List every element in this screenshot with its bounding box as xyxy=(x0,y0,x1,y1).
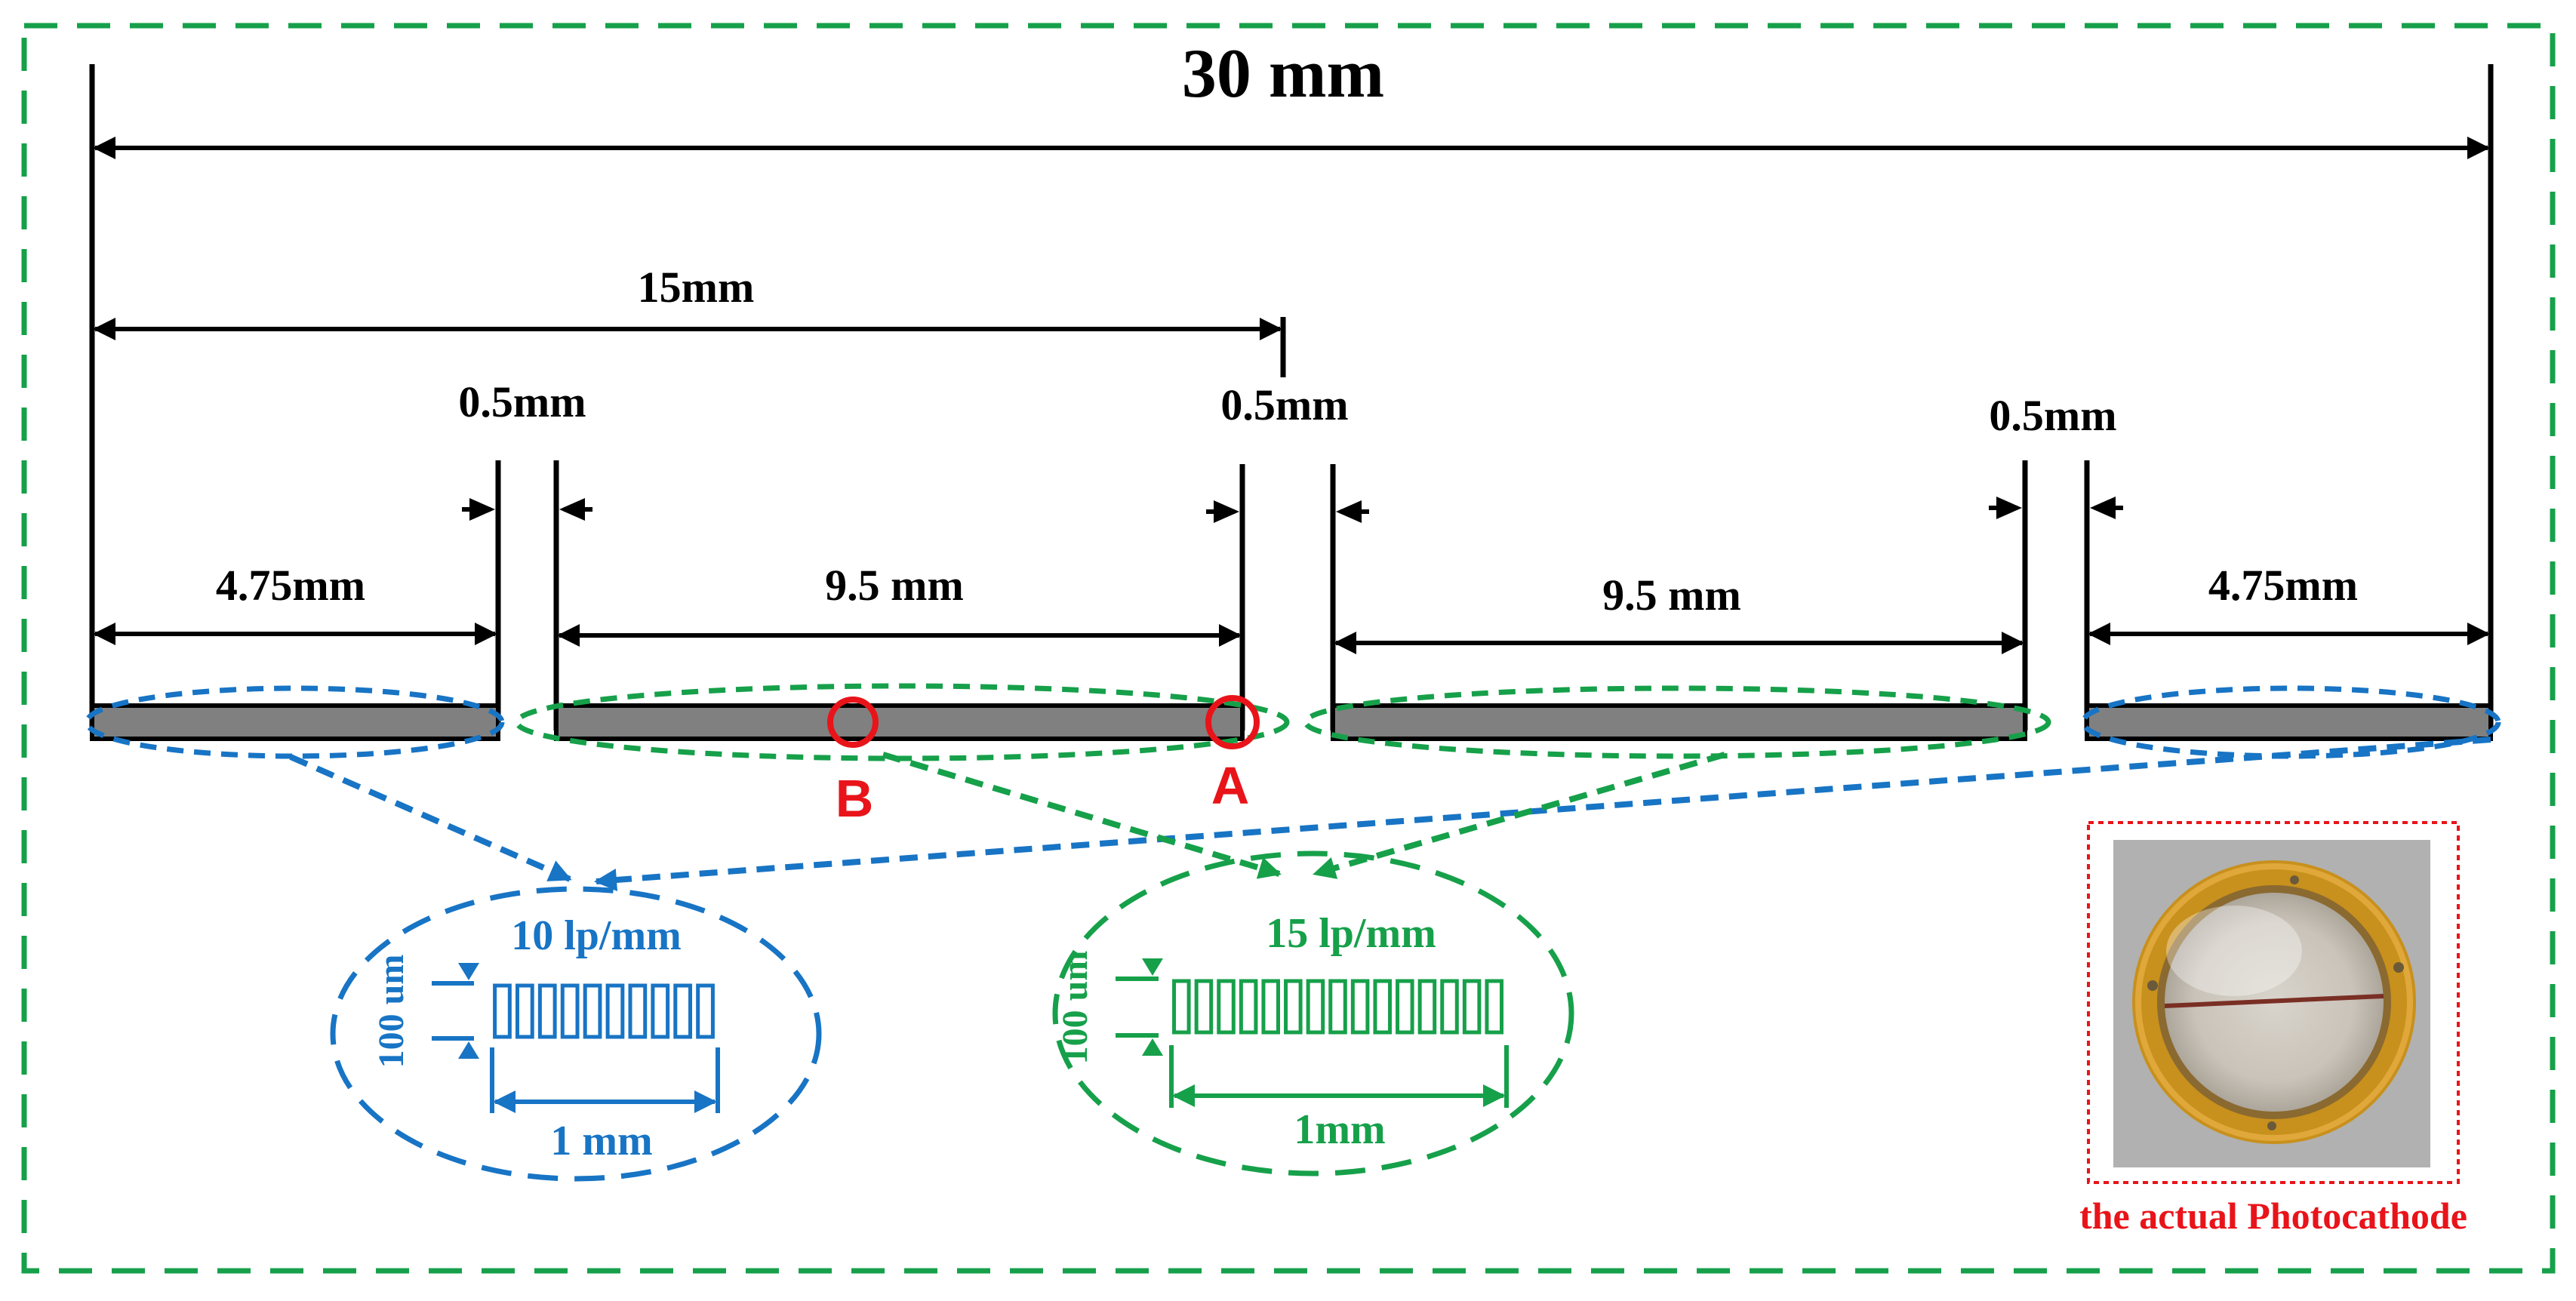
strip-3-green-ellipse xyxy=(1303,685,2051,759)
line-pair-bar xyxy=(1350,979,1370,1035)
line-pair-bar xyxy=(1417,979,1437,1035)
line-pair-bar xyxy=(696,983,715,1039)
line-pair-bar xyxy=(1328,979,1347,1035)
outer-frame xyxy=(21,23,2556,1274)
segment-1-label: 4.75mm xyxy=(216,561,365,610)
gap-label-1: 0.5mm xyxy=(458,377,586,426)
green-height-bottom-arrow xyxy=(1142,1038,1163,1056)
green-width-label: 1mm xyxy=(1294,1106,1385,1153)
gap-3-arrows xyxy=(1989,497,2123,519)
line-pair-bar xyxy=(1261,979,1280,1035)
photo-caption: the actual Photocathode xyxy=(2079,1195,2467,1237)
segment-4-label: 4.75mm xyxy=(2208,561,2358,610)
point-a-marker xyxy=(1205,695,1260,749)
point-b-marker xyxy=(827,697,879,748)
line-pair-bar xyxy=(1239,979,1258,1035)
line-pair-bar xyxy=(1396,979,1414,1035)
green-connector-right xyxy=(1313,752,1726,879)
total-width-label: 30 mm xyxy=(1182,35,1384,112)
gap-1-arrows xyxy=(462,498,592,521)
strip-4-blue-ellipse xyxy=(2080,685,2501,759)
gap-2-arrows xyxy=(1206,500,1369,523)
line-pair-bar xyxy=(1172,979,1191,1035)
green-detail-ellipse xyxy=(1052,850,1574,1176)
segment-3-label: 9.5 mm xyxy=(1602,571,1741,620)
green-connector-left xyxy=(882,752,1282,879)
line-pair-bar xyxy=(1306,979,1325,1035)
strip-2 xyxy=(554,703,1245,741)
point-a-label: A xyxy=(1211,756,1250,815)
green-frequency-label: 15 lp/mm xyxy=(1266,910,1436,957)
line-pair-bar xyxy=(537,983,557,1039)
photocathode-photo xyxy=(2113,840,2430,1167)
green-height-top-arrow xyxy=(1142,958,1163,976)
line-pair-bar xyxy=(1373,979,1392,1035)
photo-frame xyxy=(2087,821,2460,1184)
strip-3 xyxy=(1331,703,2027,741)
strip-1-blue-ellipse xyxy=(84,685,505,759)
line-pair-bar xyxy=(583,983,602,1039)
line-pair-bar xyxy=(1217,979,1236,1035)
blue-frequency-label: 10 lp/mm xyxy=(511,912,682,959)
half-width-label: 15mm xyxy=(638,263,755,312)
line-pair-bar xyxy=(651,983,670,1039)
strip-1 xyxy=(90,703,500,741)
line-pair-bar xyxy=(628,983,648,1039)
line-pair-bar xyxy=(493,983,512,1039)
line-pair-bar xyxy=(1284,979,1303,1035)
line-pair-bar xyxy=(560,983,580,1039)
gap-label-3: 0.5mm xyxy=(1989,391,2116,440)
line-pair-bar xyxy=(1485,979,1503,1035)
green-height-label: 100 um xyxy=(1055,951,1095,1065)
blue-height-label: 100 um xyxy=(371,955,411,1069)
line-pair-bar xyxy=(1440,979,1459,1035)
line-pair-bar xyxy=(605,983,625,1039)
blue-detail-ellipse xyxy=(330,886,822,1182)
line-pair-bar xyxy=(1194,979,1214,1035)
point-b-label: B xyxy=(836,769,874,828)
blue-height-top-arrow xyxy=(458,963,479,980)
strip-4 xyxy=(2085,703,2493,741)
blue-bar-pattern xyxy=(493,983,715,1039)
segment-2-label: 9.5 mm xyxy=(825,561,964,610)
blue-width-label: 1 mm xyxy=(550,1118,652,1164)
blue-connector-left xyxy=(289,754,572,882)
line-pair-bar xyxy=(673,983,693,1039)
strip-2-green-ellipse xyxy=(514,683,1290,761)
blue-height-bottom-arrow xyxy=(458,1041,479,1059)
gap-label-2: 0.5mm xyxy=(1220,380,1348,429)
line-pair-bar xyxy=(515,983,534,1039)
green-bar-pattern xyxy=(1172,979,1503,1035)
line-pair-bar xyxy=(1462,979,1482,1035)
